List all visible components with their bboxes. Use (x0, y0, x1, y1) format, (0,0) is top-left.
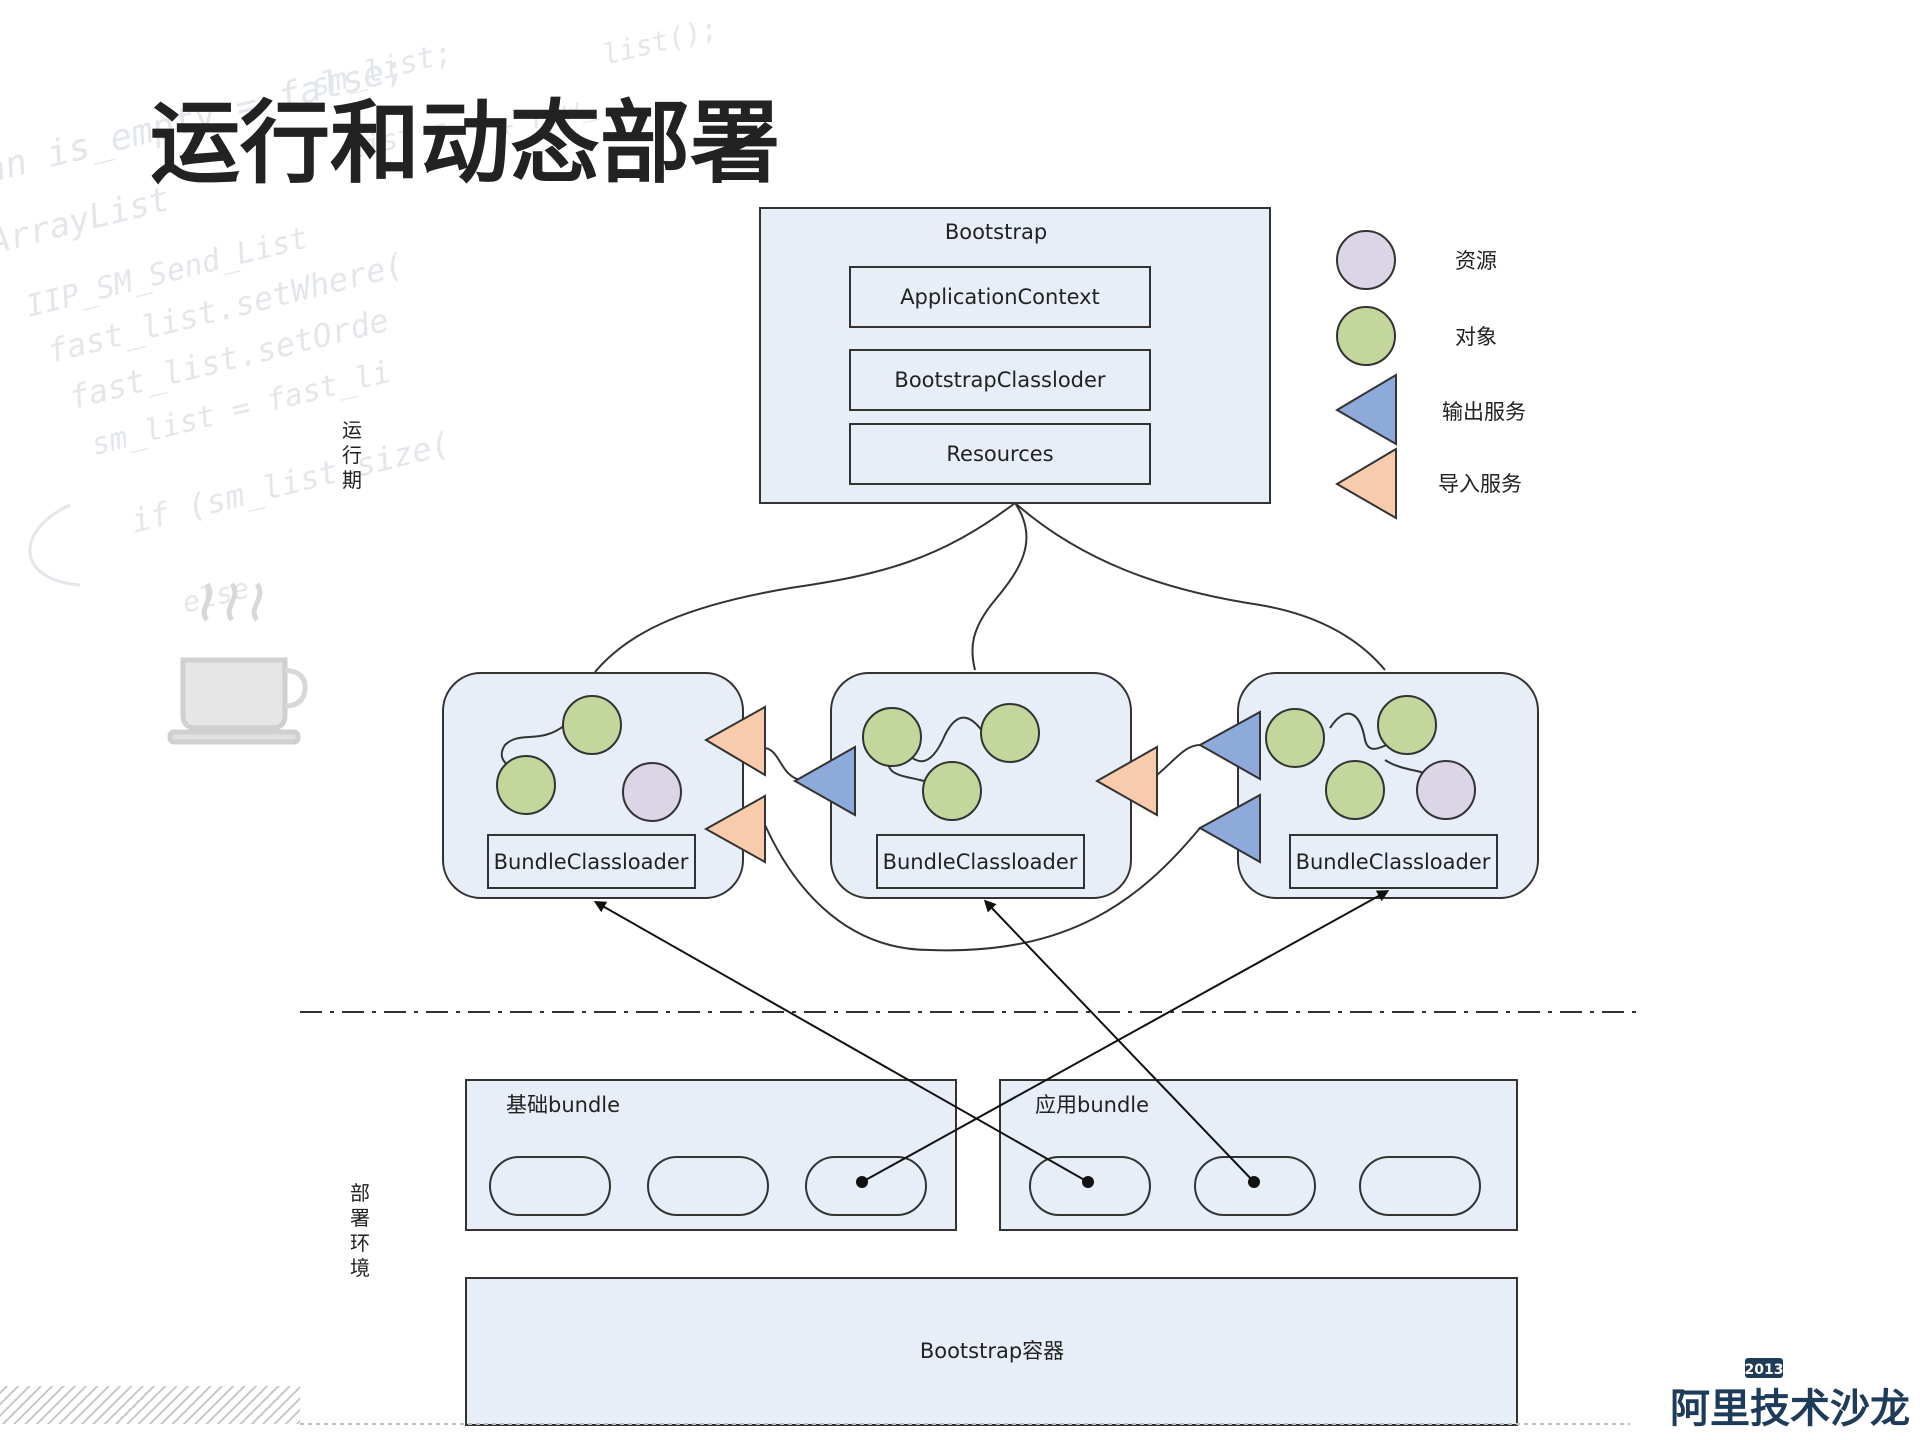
application-context-box (849, 266, 1151, 328)
object-circle (1265, 708, 1325, 768)
deploy-arrows (593, 890, 1390, 1183)
service-link (764, 747, 801, 781)
alibaba-tech-salon-logo: 2013 阿里技术沙龙 (1670, 1358, 1910, 1432)
legend-label: 对象 (1455, 325, 1497, 349)
bootstrap-container: Bootstrap容器 (465, 1277, 1518, 1426)
export-service-triangle (792, 745, 856, 817)
page-title: 运行和动态部署 (150, 91, 780, 196)
bootstrap-item-label: BootstrapClassloder (894, 368, 1106, 392)
legend-label: 资源 (1455, 249, 1497, 273)
legend-label: 导入服务 (1438, 472, 1522, 496)
side-label-char: 环 (350, 1231, 370, 1255)
coffee-cup-icon (167, 582, 308, 745)
legend-export-triangle (1335, 373, 1397, 446)
bundle-1: BundleClassloader (442, 672, 744, 899)
code-line: ArrayList (0, 179, 174, 263)
legend-object-circle (1336, 306, 1396, 366)
bundle-classloader-label: BundleClassloader (494, 850, 689, 874)
side-label-char: 境 (350, 1256, 370, 1280)
bootstrap-box: Bootstrap ApplicationContext BootstrapCl… (759, 207, 1271, 504)
export-service-triangle (1197, 710, 1261, 781)
import-service-triangle (1094, 745, 1158, 817)
bundle-package (647, 1156, 769, 1216)
object-circle (562, 695, 622, 755)
group-label: 应用bundle (1035, 1093, 1149, 1117)
code-line: list(); (599, 11, 721, 72)
side-label-char: 部 (350, 1181, 370, 1205)
bundle-classloader-label: BundleClassloader (883, 850, 1078, 874)
link-line (594, 502, 1016, 673)
app-bundle-group: 应用bundle (999, 1079, 1518, 1231)
deploy-source-dot (1082, 1176, 1094, 1188)
deploy-arrow (593, 901, 1089, 1183)
legend-label: 输出服务 (1442, 400, 1526, 424)
side-label-char: 署 (350, 1206, 370, 1230)
bundle-package (1359, 1156, 1481, 1216)
container-label: Bootstrap容器 (920, 1339, 1064, 1363)
logo-year: 2013 (1745, 1362, 1784, 1378)
bundle-classloader-box (487, 834, 696, 889)
side-label-char: 期 (342, 468, 362, 492)
group-label: 基础bundle (506, 1093, 620, 1117)
resource-circle (622, 762, 682, 822)
service-link (1156, 744, 1201, 776)
code-brace-decoration (28, 503, 81, 587)
object-circle (862, 707, 922, 767)
deploy-arrow (861, 890, 1390, 1183)
object-circle (980, 703, 1040, 763)
bundle-classloader-box (1289, 834, 1498, 889)
service-links (764, 744, 1201, 952)
import-service-triangle (703, 705, 766, 777)
deploy-arrow (983, 899, 1255, 1183)
resource-circle (1416, 760, 1476, 820)
service-link (764, 824, 1201, 952)
runtime-side-label: 运 行 期 (342, 418, 362, 492)
side-label-char: 行 (342, 443, 362, 467)
link-line (971, 502, 1028, 671)
object-circle (496, 755, 556, 815)
bootstrap-classloader-box (849, 349, 1151, 411)
footer-hatch-decoration (0, 1386, 300, 1424)
import-service-triangle (703, 794, 766, 864)
object-circle (922, 761, 982, 821)
logo-text: 阿里技术沙龙 (1670, 1386, 1910, 1432)
bootstrap-bundle-links (594, 502, 1386, 673)
deploy-side-label: 部 署 环 境 (350, 1181, 370, 1280)
legend: 资源 对象 输出服务 导入服务 (1335, 230, 1526, 520)
deploy-source-dot (1248, 1176, 1260, 1188)
resources-box (849, 423, 1151, 485)
bootstrap-title: Bootstrap (945, 220, 1047, 244)
bootstrap-item-label: Resources (946, 442, 1053, 466)
bundle-classloader-label: BundleClassloader (1296, 850, 1491, 874)
bundle-classloader-box (876, 834, 1085, 889)
object-circle (1325, 760, 1385, 820)
bootstrap-item-label: ApplicationContext (900, 285, 1100, 309)
base-bundle-group: 基础bundle (465, 1079, 957, 1231)
deploy-source-dot (856, 1176, 868, 1188)
side-label-char: 运 (342, 418, 362, 442)
logo-year-badge (1745, 1358, 1783, 1378)
legend-import-triangle (1335, 447, 1397, 520)
export-service-triangle (1197, 793, 1261, 864)
object-circle (1377, 695, 1437, 755)
link-line (1014, 502, 1386, 671)
legend-resource-circle (1336, 230, 1396, 290)
bundle-package (489, 1156, 611, 1216)
code-line: else (179, 571, 252, 619)
